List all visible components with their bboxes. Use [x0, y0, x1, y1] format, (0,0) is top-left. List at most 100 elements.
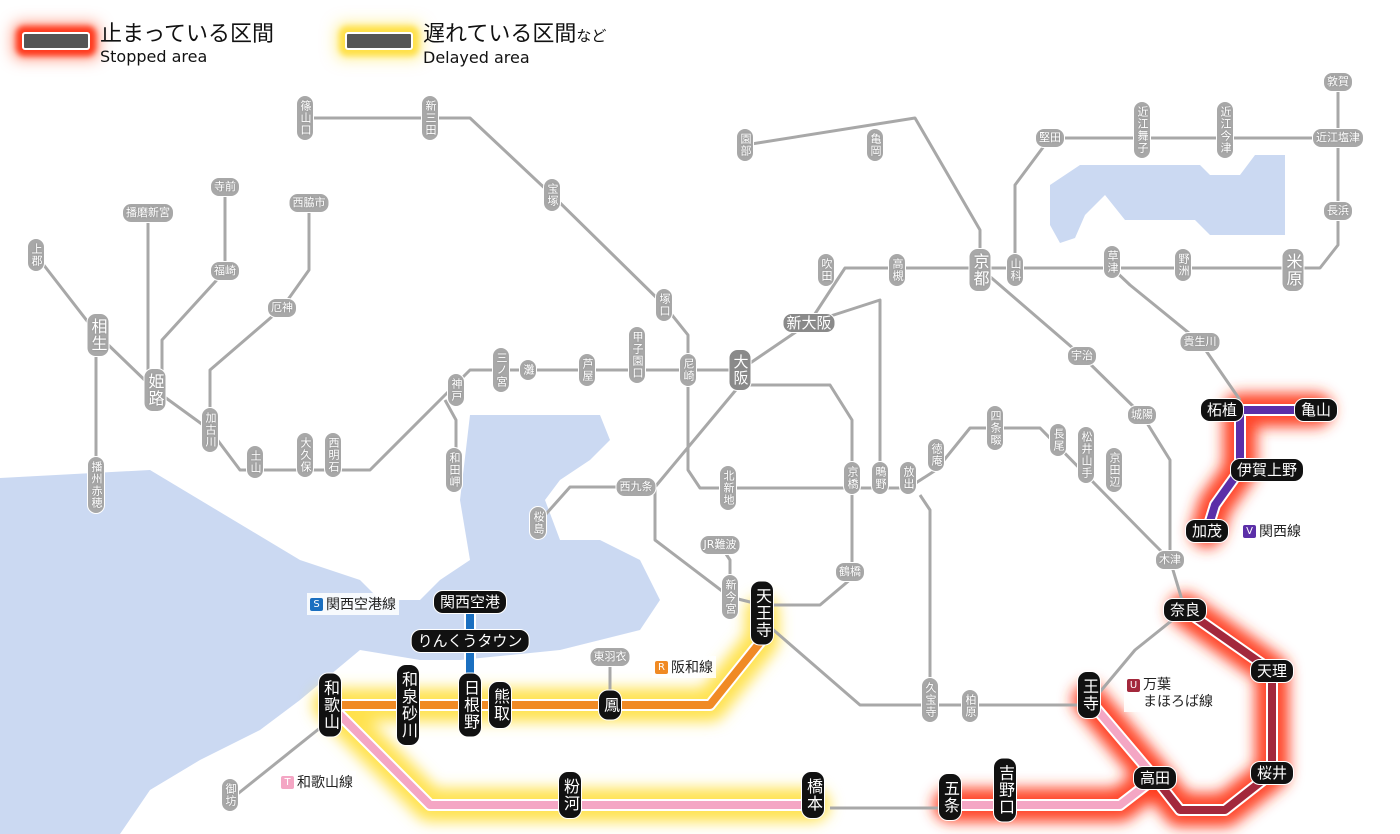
line-badge: T: [281, 775, 294, 789]
station-wakayama[interactable]: 和歌山: [318, 672, 342, 738]
station-okubo[interactable]: 大久保: [296, 432, 314, 478]
station-aioi[interactable]: 相生: [86, 313, 110, 357]
station-otori[interactable]: 鳳: [598, 689, 622, 721]
station-sakurai[interactable]: 桜井: [1249, 761, 1295, 785]
station-tsuruga[interactable]: 敦賀: [1323, 72, 1353, 92]
station-sakurajima[interactable]: 桜島: [529, 506, 547, 540]
line-label-kansai[interactable]: V 関西線: [1240, 520, 1304, 542]
line-label-manyo[interactable]: U 万葉まほろば線: [1124, 676, 1216, 712]
station-hanaten[interactable]: 放出: [899, 461, 917, 495]
station-kameyama[interactable]: 亀山: [1293, 398, 1339, 422]
legend-stopped: 止まっている区間 Stopped area: [22, 22, 274, 66]
station-tokuan[interactable]: 徳庵: [927, 438, 945, 472]
fukuchiyama-tozai-line: [305, 116, 908, 490]
station-shigino[interactable]: 鴫野: [871, 461, 889, 495]
station-kashiwara[interactable]: 柏原: [961, 689, 979, 723]
station-harimashingu[interactable]: 播磨新宮: [122, 203, 174, 223]
line-label-hanwa[interactable]: R 阪和線: [652, 656, 716, 678]
station-nagao[interactable]: 長尾: [1049, 423, 1067, 457]
station-yakujin[interactable]: 厄神: [267, 298, 297, 318]
osaka-bay: [0, 415, 660, 834]
station-shinosaka[interactable]: 新大阪: [782, 313, 836, 333]
legend-delayed-suffix: など: [576, 27, 607, 45]
station-kamo[interactable]: 加茂: [1184, 519, 1230, 543]
station-kyotanabe[interactable]: 京田辺: [1105, 447, 1123, 493]
station-joyo[interactable]: 城陽: [1127, 405, 1157, 425]
station-takarazuka[interactable]: 宝塚: [543, 178, 561, 212]
station-nada[interactable]: 灘: [519, 359, 537, 381]
station-takatsuki[interactable]: 高槻: [888, 253, 906, 287]
station-kumatori[interactable]: 熊取: [488, 681, 512, 729]
station-kakogawa[interactable]: 加古川: [201, 407, 219, 453]
station-suita[interactable]: 吹田: [817, 253, 835, 287]
station-sonobe[interactable]: 園部: [736, 128, 754, 162]
station-hashimoto[interactable]: 橋本: [801, 771, 825, 819]
station-higashihagoromo[interactable]: 東羽衣: [589, 647, 631, 667]
station-nishiwakishi[interactable]: 西脇市: [288, 193, 330, 213]
station-jrnamba[interactable]: JR難波: [699, 535, 741, 555]
station-himeji[interactable]: 姫路: [143, 368, 167, 412]
station-kyoto[interactable]: 京都: [968, 248, 992, 292]
station-tenri[interactable]: 天理: [1249, 659, 1295, 683]
station-omimaiko[interactable]: 近江舞子: [1133, 101, 1151, 159]
station-tsuge[interactable]: 柘植: [1199, 398, 1245, 422]
station-banshuako[interactable]: 播州赤穂: [87, 456, 105, 514]
station-yamashina[interactable]: 山科: [1006, 253, 1024, 287]
station-igaueno[interactable]: 伊賀上野: [1229, 458, 1305, 482]
station-yoshinoguchi[interactable]: 吉野口: [993, 757, 1017, 823]
line-label-airport[interactable]: S 関西空港線: [307, 593, 399, 615]
station-kobe[interactable]: 神戸: [447, 373, 465, 407]
station-osaka[interactable]: 大阪: [728, 349, 752, 391]
station-oji[interactable]: 王寺: [1077, 671, 1101, 719]
station-shinsanda[interactable]: 新三田: [421, 95, 439, 141]
station-kameoka[interactable]: 亀岡: [866, 128, 884, 162]
station-sannomiya[interactable]: 三ノ宮: [492, 347, 510, 393]
gakkentoshi-line: [907, 426, 1172, 562]
station-nagahama[interactable]: 長浜: [1323, 201, 1353, 221]
station-fukusaki[interactable]: 福崎: [210, 261, 240, 281]
station-shinimamiya[interactable]: 新今宮: [721, 574, 739, 620]
station-yasu[interactable]: 野洲: [1174, 248, 1192, 282]
station-sasayamaguchi[interactable]: 篠山口: [296, 95, 314, 141]
station-nishikujo[interactable]: 西九条: [615, 477, 657, 497]
station-tsuchiyama[interactable]: 土山: [246, 445, 264, 479]
station-amagasaki[interactable]: 尼崎: [679, 353, 697, 387]
station-gobo[interactable]: 御坊: [221, 778, 239, 812]
station-maibara[interactable]: 米原: [1281, 248, 1305, 292]
station-kitashinchi[interactable]: 北新地: [719, 465, 737, 511]
station-kokawa[interactable]: 粉河: [558, 771, 582, 819]
station-kusatsu[interactable]: 草津: [1103, 245, 1121, 279]
station-kyobashi[interactable]: 京橋: [843, 461, 861, 495]
station-teramae[interactable]: 寺前: [210, 177, 240, 197]
station-takada[interactable]: 高田: [1132, 766, 1178, 790]
line-name-2: まほろば線: [1143, 694, 1213, 710]
station-kansaiairport[interactable]: 関西空港: [432, 590, 508, 614]
station-hineno[interactable]: 日根野: [458, 672, 482, 738]
station-kyuhoji[interactable]: 久宝寺: [921, 677, 939, 723]
osaka-loop-line: [653, 383, 854, 607]
station-ashiya[interactable]: 芦屋: [578, 353, 596, 387]
station-koshienguchi[interactable]: 甲子園口: [628, 326, 646, 384]
bantan-line: [160, 187, 227, 390]
station-kamigori[interactable]: 上郡: [27, 238, 45, 272]
osaka-higashi-south: [918, 494, 932, 705]
station-izumisunagawa[interactable]: 和泉砂川: [396, 664, 420, 746]
station-gojo[interactable]: 五条: [938, 773, 962, 821]
station-nara[interactable]: 奈良: [1162, 598, 1208, 622]
station-tsuruhashi[interactable]: 鶴橋: [835, 562, 865, 582]
station-omishiotsu[interactable]: 近江塩津: [1312, 128, 1364, 148]
station-tsukaguchi[interactable]: 塚口: [655, 288, 673, 322]
station-matsuiyamate[interactable]: 松井山手: [1077, 426, 1095, 484]
station-uji[interactable]: 宇治: [1067, 346, 1097, 366]
station-shijonawate[interactable]: 四条畷: [986, 405, 1004, 451]
station-rinkutown[interactable]: りんくうタウン: [410, 629, 530, 653]
station-kibukawa[interactable]: 貴生川: [1179, 332, 1221, 352]
station-kizu[interactable]: 木津: [1155, 550, 1185, 570]
line-label-wakayama[interactable]: T 和歌山線: [278, 771, 356, 793]
station-nishiakashi[interactable]: 西明石: [324, 432, 342, 478]
water-areas: [0, 155, 1285, 834]
station-wadamisaki[interactable]: 和田岬: [445, 447, 463, 493]
station-omiimazu[interactable]: 近江今津: [1216, 101, 1234, 159]
station-katata[interactable]: 堅田: [1035, 128, 1065, 148]
station-tennoji[interactable]: 天王寺: [750, 580, 774, 646]
